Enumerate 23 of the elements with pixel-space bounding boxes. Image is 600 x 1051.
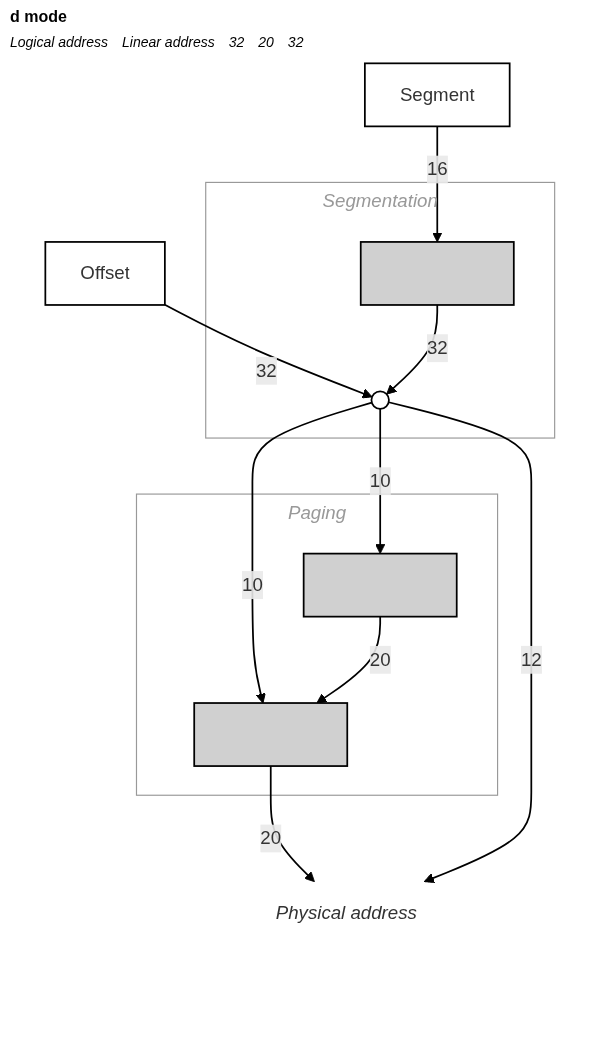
edge-label: 20 bbox=[369, 649, 391, 670]
node-box: Offset bbox=[44, 241, 166, 306]
edge-label: 10 bbox=[242, 574, 263, 595]
note-label: 32 bbox=[287, 34, 304, 50]
note-label: 20 bbox=[258, 34, 274, 50]
edge-label: 16 bbox=[426, 159, 448, 179]
edge-label: 10 bbox=[369, 470, 391, 491]
node-circle bbox=[370, 390, 390, 410]
diagram-title: d mode bbox=[10, 8, 68, 26]
node-box: Segment bbox=[364, 62, 511, 128]
node-text: Physical address bbox=[275, 902, 417, 923]
arrow bbox=[164, 303, 373, 399]
note-label: Linear address bbox=[122, 34, 215, 50]
node-box bbox=[302, 552, 458, 618]
arrow bbox=[251, 401, 373, 704]
node-box bbox=[359, 241, 515, 306]
edge-label: 32 bbox=[426, 337, 448, 358]
note-label: Logical address bbox=[10, 34, 109, 50]
edge-label: 32 bbox=[255, 360, 277, 381]
edge-label: 20 bbox=[260, 827, 282, 848]
note-label: 32 bbox=[228, 34, 245, 50]
node-box bbox=[193, 702, 349, 767]
edge-label: 12 bbox=[520, 649, 542, 670]
